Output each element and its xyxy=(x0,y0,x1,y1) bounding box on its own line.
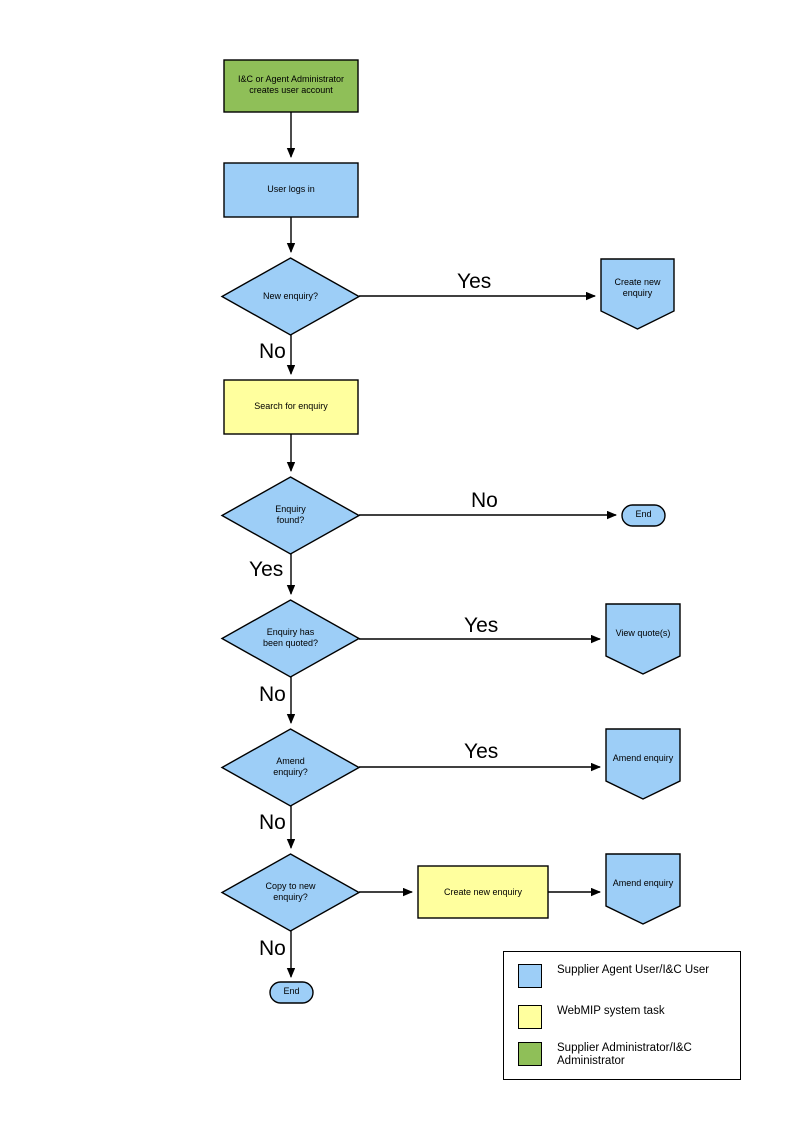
node-view-quotes-card[interactable] xyxy=(605,603,681,675)
node-amend-enquiry-card-1[interactable] xyxy=(605,728,681,800)
node-layer xyxy=(220,59,681,1004)
legend-label-webmip-system-task: WebMIP system task xyxy=(557,1005,665,1017)
node-create-new-enquiry-task[interactable] xyxy=(417,865,549,919)
legend-swatch-admin-icon xyxy=(518,1042,542,1066)
node-amend-enquiry-decision[interactable] xyxy=(220,728,361,807)
connector-layer xyxy=(286,112,617,978)
legend-item-webmip-system-task: WebMIP system task xyxy=(518,1005,665,1029)
edge-label-amend-no: No xyxy=(259,811,286,834)
legend-item-supplier-agent-user: Supplier Agent User/I&C User xyxy=(518,964,709,988)
node-end-not-found[interactable] xyxy=(621,504,666,527)
legend: Supplier Agent User/I&C User WebMIP syst… xyxy=(503,951,741,1080)
edge-label-new-enquiry-yes: Yes xyxy=(457,270,492,293)
legend-label-supplier-agent-user: Supplier Agent User/I&C User xyxy=(557,964,710,976)
edge-label-quoted-yes: Yes xyxy=(464,614,499,637)
legend-item-supplier-administrator: Supplier Administrator/I&C Administrator xyxy=(518,1042,692,1068)
legend-swatch-user-icon xyxy=(518,964,542,988)
edge-label-new-enquiry-no: No xyxy=(259,340,286,363)
edge-label-amend-yes: Yes xyxy=(464,740,499,763)
edge-label-quoted-no: No xyxy=(259,683,286,706)
node-search-for-enquiry[interactable] xyxy=(223,379,359,435)
node-enquiry-found-decision[interactable] xyxy=(220,476,361,555)
node-copy-to-new-enquiry-decision[interactable] xyxy=(220,853,361,932)
legend-swatch-system-icon xyxy=(518,1005,542,1029)
node-enquiry-quoted-decision[interactable] xyxy=(220,599,361,678)
node-user-logs-in[interactable] xyxy=(223,162,359,218)
edge-label-copy-no: No xyxy=(259,937,286,960)
edge-label-enquiry-found-no: No xyxy=(471,489,498,512)
legend-label-supplier-administrator: Supplier Administrator/I&C Administrator xyxy=(557,1042,692,1067)
node-end-final[interactable] xyxy=(269,981,314,1004)
node-new-enquiry-decision[interactable] xyxy=(220,257,361,336)
node-amend-enquiry-card-2[interactable] xyxy=(605,853,681,925)
node-create-new-enquiry-card[interactable] xyxy=(600,258,675,330)
node-admin-creates-account[interactable] xyxy=(223,59,359,113)
edge-label-enquiry-found-yes: Yes xyxy=(249,558,284,581)
